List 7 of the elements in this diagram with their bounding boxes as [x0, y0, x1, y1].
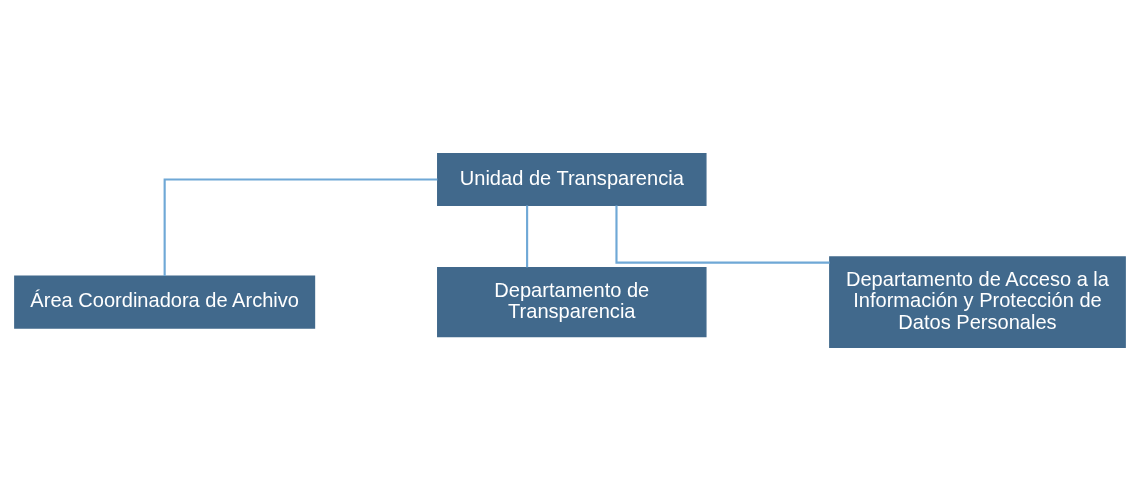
node-box: Área Coordinadora de Archivo	[14, 275, 316, 329]
node-box: Departamento de Transparencia	[437, 266, 707, 337]
node-box: Unidad de Transparencia	[437, 152, 707, 206]
connector	[526, 205, 529, 267]
connector	[615, 204, 830, 264]
node-box: Departamento de Acceso a la Información y Protección de Datos Personales	[829, 255, 1126, 348]
connector	[163, 177, 438, 276]
